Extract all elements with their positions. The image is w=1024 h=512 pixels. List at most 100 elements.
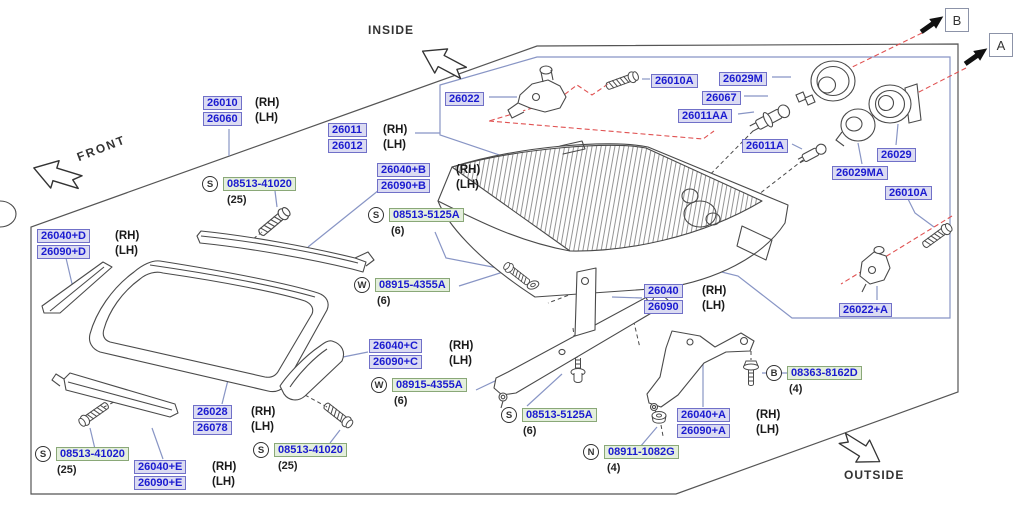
part-label-26040E: 26040+E 26090+E [134,460,187,490]
part-label-26029MA: 26029MA [832,163,888,181]
part-number[interactable]: 26022 [445,92,484,106]
hardware-qty: (6) [391,225,405,237]
part-label-26067: 26067 [702,88,741,106]
socket-art [835,108,876,147]
part-number[interactable]: 26040+E [134,460,187,474]
part-number[interactable]: 26012 [328,139,367,153]
hardware-number[interactable]: 08911-1082G [604,445,679,459]
part-label-26011AA: 26011AA [678,106,732,124]
hardware-label: S 08513-5125A [368,207,464,223]
part-number[interactable]: 26028 [193,405,232,419]
lh-marker: (LH) [702,300,725,312]
prefix-circle-icon: S [368,207,384,223]
part-label-26040B: 26040+B 26090+B [377,163,430,193]
hardware-label: S 08513-41020 [35,446,129,462]
rh-marker: (RH) [702,285,727,297]
hardware-number[interactable]: 08513-41020 [223,177,296,191]
part-number[interactable]: 26090+D [37,245,90,259]
part-number[interactable]: 26011A [742,139,788,153]
part-number[interactable]: 26040+C [369,339,422,353]
part-label-26029M: 26029M [719,69,767,87]
lh-marker: (LH) [255,112,278,124]
part-label-26022A: 26022+A [839,300,892,318]
front-arrow-icon [28,153,86,197]
rh-marker: (RH) [449,340,474,352]
part-number[interactable]: 26078 [193,421,232,435]
part-number[interactable]: 26067 [702,91,741,105]
part-number[interactable]: 26011 [328,123,367,137]
hardware-number[interactable]: 08915-4355A [375,278,450,292]
lens-art [88,260,329,393]
bulb-h1-art [749,104,791,132]
part-number[interactable]: 26090 [644,300,683,314]
part-number[interactable]: 26011AA [678,109,732,123]
trim-b-art [196,230,367,273]
mounting-ring-art [868,83,922,124]
side-markers: (RH) (LH) [702,285,726,312]
side-markers: (RH) (LH) [449,340,473,367]
bracket-a-art [646,330,755,412]
hardware-number[interactable]: 08513-5125A [522,408,597,422]
part-number[interactable]: 26090+B [377,179,430,193]
hardware-label: B 08363-8162D [766,365,862,381]
hardware-qty: (25) [57,464,77,476]
side-markers: (RH) (LH) [756,409,780,436]
part-label-26011-26012: 26011 26012 [328,123,367,153]
lh-marker: (LH) [456,179,479,191]
part-number[interactable]: 26090+A [677,424,730,438]
hardware-qty: (25) [278,460,298,472]
part-number[interactable]: 26010A [885,186,932,200]
part-number[interactable]: 26010 [203,96,242,110]
ref-b-arrow-icon [917,11,947,37]
lh-marker: (LH) [115,245,138,257]
view-ref-a[interactable]: A [989,33,1013,57]
part-number[interactable]: 26040 [644,284,683,298]
outside-label: OUTSIDE [844,468,905,482]
part-number[interactable]: 26029MA [832,166,888,180]
prefix-circle-icon: S [35,446,51,462]
view-ref-b[interactable]: B [945,8,969,32]
side-markers: (RH) (LH) [115,230,139,257]
hardware-number[interactable]: 08363-8162D [787,366,862,380]
nut-art [651,411,667,424]
part-number[interactable]: 26029M [719,72,767,86]
part-label-26010A-lower: 26010A [885,183,932,201]
part-number[interactable]: 26090+C [369,355,422,369]
hardware-number[interactable]: 08513-41020 [56,447,129,461]
trim-c-art [279,340,345,401]
hardware-number[interactable]: 08513-5125A [389,208,464,222]
part-label-26040A: 26040+A 26090+A [677,408,730,438]
part-label-26010A-top: 26010A [651,71,698,89]
rh-marker: (RH) [212,461,237,473]
part-number[interactable]: 26060 [203,112,242,126]
rh-marker: (RH) [255,97,280,109]
part-label-26022: 26022 [445,89,484,107]
bulb-wedge-art [797,143,827,164]
hardware-number[interactable]: 08513-41020 [274,443,347,457]
lh-marker: (LH) [251,421,274,433]
side-markers: (RH) (LH) [383,124,407,151]
ref-a-arrow-icon [961,43,991,69]
headlamp-unit-art [0,140,789,298]
part-label-26011A: 26011A [742,136,788,154]
part-number[interactable]: 26010A [651,74,698,88]
hardware-label: W 08915-4355A [354,277,450,293]
part-number[interactable]: 26040+A [677,408,730,422]
prefix-circle-icon: N [583,444,599,460]
part-number[interactable]: 26022+A [839,303,892,317]
rh-marker: (RH) [756,409,781,421]
hardware-number[interactable]: 08915-4355A [392,378,467,392]
part-number[interactable]: 26040+D [37,229,90,243]
part-label-26029: 26029 [877,145,916,163]
hardware-qty: (4) [789,383,803,395]
aiming-clamp-art [507,65,567,119]
part-number[interactable]: 26090+E [134,476,187,490]
prefix-circle-icon: W [354,277,370,293]
bolt-b-art [743,360,759,386]
prefix-circle-icon: S [202,176,218,192]
part-number[interactable]: 26029 [877,148,916,162]
part-number[interactable]: 26040+B [377,163,430,177]
rh-marker: (RH) [251,406,276,418]
lh-marker: (LH) [756,424,779,436]
